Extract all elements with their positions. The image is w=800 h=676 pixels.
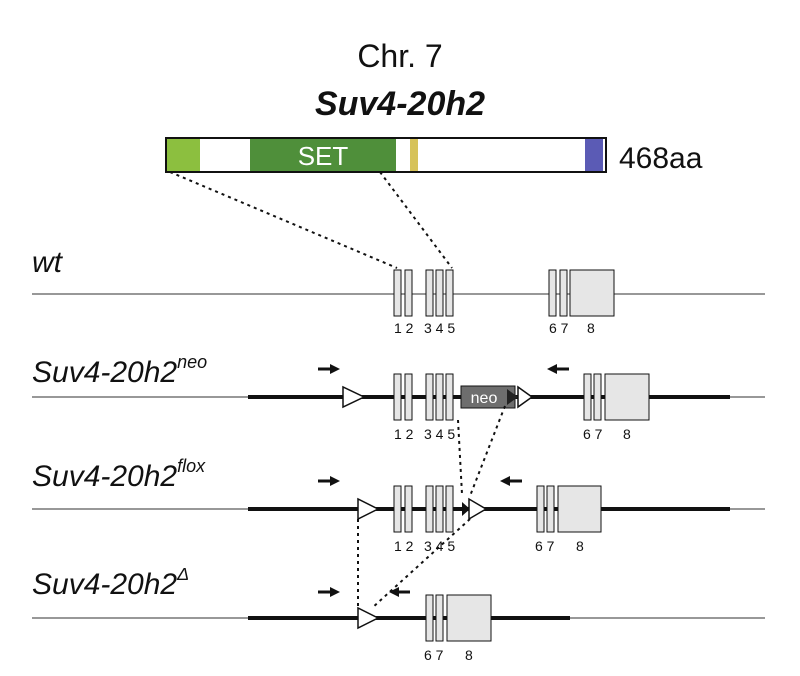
exon-numbers-6-7: 6 7 bbox=[424, 647, 444, 663]
exon-5 bbox=[445, 269, 454, 317]
exon-6 bbox=[548, 269, 557, 317]
frt-site bbox=[517, 385, 534, 409]
exon-8 bbox=[569, 269, 615, 317]
chromosome-label: Chr. 7 bbox=[357, 38, 443, 74]
exon-8 bbox=[557, 485, 602, 533]
mapping-line-right bbox=[379, 171, 453, 269]
gene-title: Suv4-20h2 bbox=[314, 85, 486, 123]
exon-numbers-3-5: 3 4 5 bbox=[424, 426, 456, 442]
set-domain-label: SET bbox=[298, 141, 349, 171]
exon-6 bbox=[583, 373, 592, 421]
allele-label-base: Suv4-20h2 bbox=[32, 356, 178, 389]
primer-forward-head bbox=[330, 476, 340, 486]
n-terminal-domain bbox=[167, 139, 200, 171]
exon-4 bbox=[435, 485, 444, 533]
frt-remnant bbox=[462, 502, 470, 516]
exon-7 bbox=[593, 373, 602, 421]
allele-label-superscript: flox bbox=[177, 456, 206, 476]
exon-7 bbox=[559, 269, 568, 317]
primer-forward-head bbox=[330, 587, 340, 597]
exon-4 bbox=[435, 373, 444, 421]
neo-to-flox-line-right bbox=[469, 405, 506, 497]
exon-number-8: 8 bbox=[465, 647, 473, 663]
exon-4 bbox=[435, 269, 444, 317]
allele-delta bbox=[32, 587, 765, 642]
exon-6 bbox=[536, 485, 545, 533]
allele-label-neo: Suv4-20h2neo bbox=[32, 352, 207, 390]
neo-cassette-arrow bbox=[507, 389, 518, 405]
exon-numbers-3-5: 3 4 5 bbox=[424, 320, 456, 336]
exon-8 bbox=[604, 373, 650, 421]
exon-number-8: 8 bbox=[587, 320, 595, 336]
mapping-line-left bbox=[169, 171, 398, 269]
primer-reverse-head bbox=[500, 476, 510, 486]
exon-1 bbox=[393, 269, 402, 317]
allele-neo: neo bbox=[32, 364, 765, 421]
exon-3 bbox=[425, 485, 434, 533]
exon-numbers-3-5: 3 4 5 bbox=[424, 538, 456, 554]
exon-3 bbox=[425, 373, 434, 421]
exon-1 bbox=[393, 485, 402, 533]
exon-numbers-6-7: 6 7 bbox=[535, 538, 555, 554]
flox-to-delta-line-right bbox=[371, 518, 471, 609]
allele-wt bbox=[32, 269, 765, 317]
exon-numbers-1-2: 1 2 bbox=[394, 320, 414, 336]
allele-label-superscript: Δ bbox=[177, 564, 190, 584]
loxp-site bbox=[357, 606, 380, 630]
allele-label-base: Suv4-20h2 bbox=[32, 460, 178, 493]
protein-length-label: 468aa bbox=[619, 142, 703, 175]
primer-reverse-head bbox=[389, 587, 399, 597]
exon-1 bbox=[393, 373, 402, 421]
allele-label-base: wt bbox=[32, 246, 62, 279]
exon-7 bbox=[435, 594, 444, 642]
exon-number-8: 8 bbox=[576, 538, 584, 554]
set-domain bbox=[250, 139, 396, 171]
exon-3 bbox=[425, 269, 434, 317]
allele-label-base: Suv4-20h2 bbox=[32, 568, 178, 601]
allele-label-wt: wt bbox=[32, 246, 62, 280]
exon-numbers-6-7: 6 7 bbox=[549, 320, 569, 336]
primer-forward-head bbox=[330, 364, 340, 374]
exon-numbers-1-2: 1 2 bbox=[394, 426, 414, 442]
exon-numbers-1-2: 1 2 bbox=[394, 538, 414, 554]
loxp-site-left bbox=[357, 497, 380, 521]
loxp-site bbox=[342, 385, 366, 409]
exon-2 bbox=[404, 485, 413, 533]
allele-label-delta: Suv4-20h2Δ bbox=[32, 564, 189, 602]
exon-2 bbox=[404, 269, 413, 317]
neo-cassette-label: neo bbox=[471, 390, 498, 407]
allele-flox bbox=[32, 476, 765, 533]
yellow-motif bbox=[410, 139, 418, 171]
protein-domain-bar: SET bbox=[165, 137, 607, 173]
exon-7 bbox=[546, 485, 555, 533]
exon-5 bbox=[445, 485, 454, 533]
loxp-site-right bbox=[468, 497, 488, 521]
allele-label-flox: Suv4-20h2flox bbox=[32, 456, 205, 494]
exon-8 bbox=[446, 594, 492, 642]
exon-5 bbox=[445, 373, 454, 421]
exon-2 bbox=[404, 373, 413, 421]
allele-label-superscript: neo bbox=[177, 352, 208, 372]
exon-6 bbox=[425, 594, 434, 642]
c-terminal-domain bbox=[585, 139, 603, 171]
exon-numbers-6-7: 6 7 bbox=[583, 426, 603, 442]
primer-reverse-head bbox=[547, 364, 557, 374]
neo-to-flox-line-left bbox=[457, 419, 463, 495]
exon-number-8: 8 bbox=[623, 426, 631, 442]
